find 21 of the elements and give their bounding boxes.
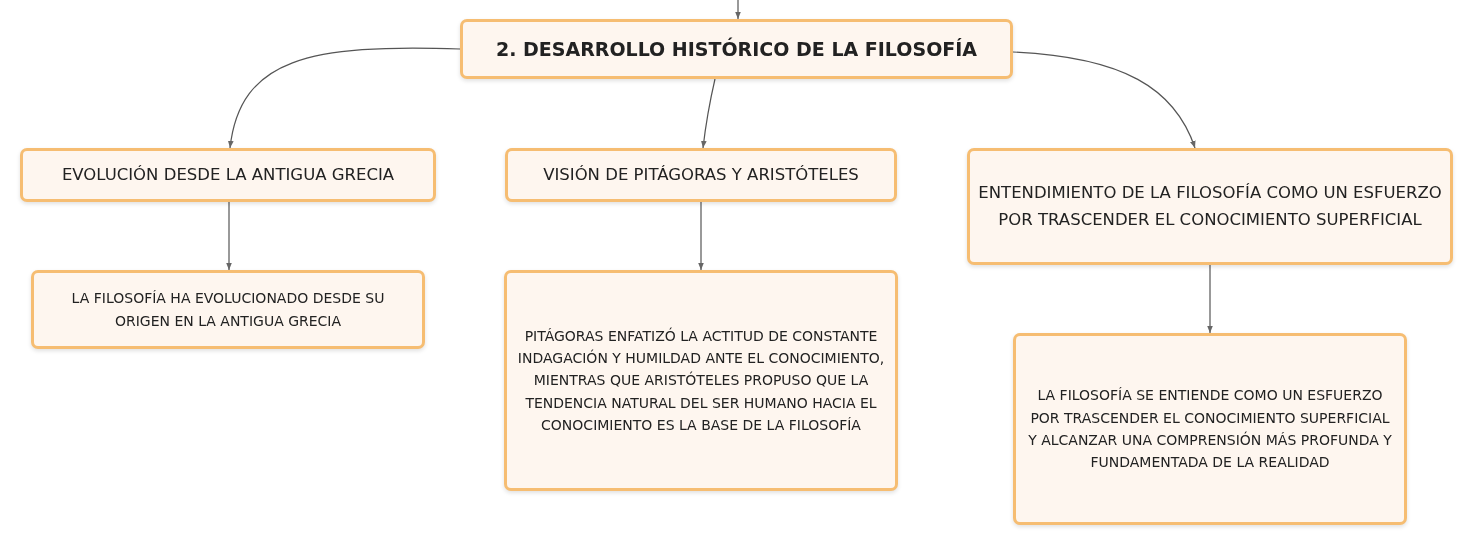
topic-box xyxy=(460,19,1013,79)
node-text: LA FILOSOFÍA HA EVOLUCIONADO DESDE SU ORIGEN EN LA ANTIGUA GRECIA xyxy=(70,289,386,331)
arrow xyxy=(1207,264,1213,334)
arrow xyxy=(228,47,461,149)
arrow xyxy=(226,201,232,271)
node-text: ENTENDIMIENTO DE LA FILOSOFÍA COMO UN ESFUERZO POR TRASCENDER EL CONOCIMIENTO SUPERFICIAL xyxy=(978,182,1442,231)
arrow xyxy=(698,201,704,271)
arrow xyxy=(735,0,741,20)
arrow xyxy=(1012,51,1196,149)
node-text: EVOLUCIÓN DESDE LA ANTIGUA GRECIA xyxy=(61,163,395,186)
node-text: LA FILOSOFÍA SE ENTIENDE COMO UN ESFUERZO POR TRASCENDER EL CONOCIMIENTO SUPERFICIAL Y ALCANZAR UNA COMPRENSIÓN MÁS PROFUNDA Y FUNDAMENTADA DE LA REALIDAD xyxy=(1027,386,1393,473)
concept-box xyxy=(504,270,898,491)
concept-box xyxy=(505,148,897,202)
node-text: PITÁGORAS ENFATIZÓ LA ACTITUD DE CONSTANTE INDAGACIÓN Y HUMILDAD ANTE EL CONOCIMIENTO, MIENTRAS QUE ARISTÓTELES PROPUSO QUE LA TENDENCIA NATURAL DEL SER HUMANO HACIA EL CONOCIMIENTO ES LA BASE DE LA FILOSOFÍA xyxy=(516,326,886,436)
arrow xyxy=(701,78,716,149)
title-text: 2. DESARROLLO HISTÓRICO DE LA FILOSOFÍA xyxy=(495,36,978,62)
node-text: VISIÓN DE PITÁGORAS Y ARISTÓTELES xyxy=(543,163,859,186)
concept-box xyxy=(967,148,1453,265)
concept-box xyxy=(20,148,436,202)
concept-box xyxy=(31,270,425,349)
concept-box xyxy=(1013,333,1407,525)
